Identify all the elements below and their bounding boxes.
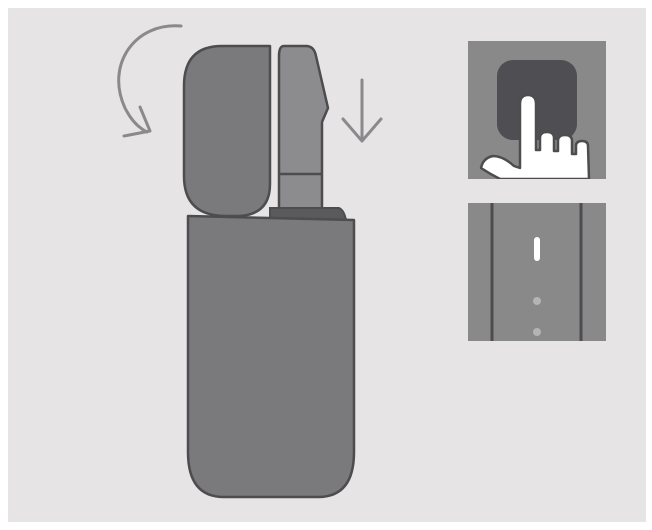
pointing-hand: [479, 93, 591, 181]
status-light-lit: [534, 237, 540, 261]
lights-inset-background: [468, 203, 606, 341]
status-light-dim-1: [533, 297, 541, 305]
holder-body: [277, 44, 330, 217]
status-lights-icon: [468, 203, 606, 341]
rotate-arrow-head: [122, 105, 152, 138]
charger-body: [186, 214, 356, 499]
rotate-arrow-curve: [117, 24, 183, 134]
holder: [277, 44, 330, 217]
down-arrow-head: [341, 117, 383, 143]
status-light-dim-2: [533, 328, 541, 336]
inset-clip: [468, 179, 608, 189]
rotate-arrow-icon: [117, 24, 183, 138]
down-arrow-icon: [341, 78, 383, 143]
charger-button: [497, 60, 577, 140]
hand-press-icon: [468, 41, 608, 189]
charger-cap-open: [182, 44, 272, 218]
